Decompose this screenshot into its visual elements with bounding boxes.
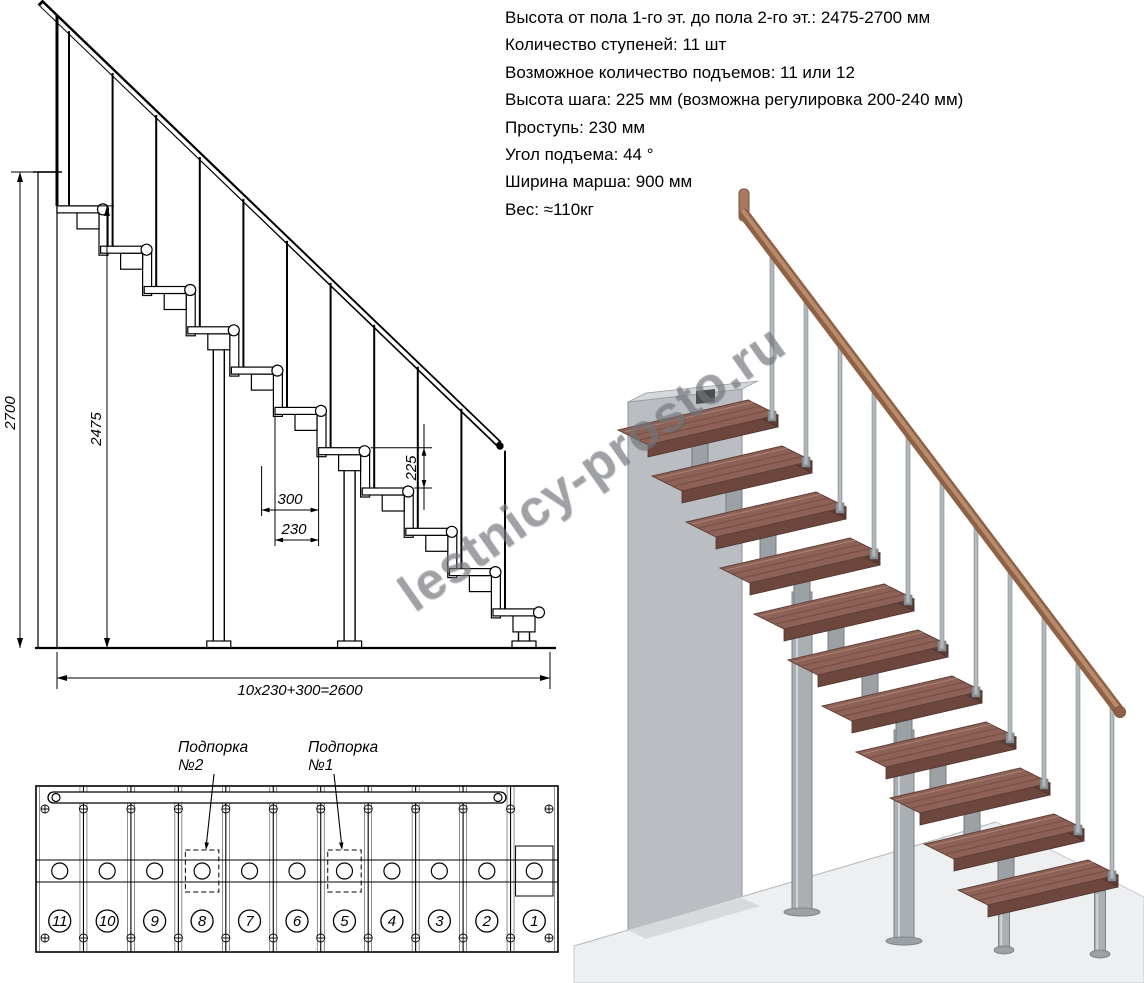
plan-step-number: 1 — [530, 913, 538, 930]
dim-module-length: 300 — [277, 491, 303, 508]
side-elevation-geometry — [11, 0, 556, 689]
plan-step-circle — [522, 909, 546, 933]
spec-line-height-range: Высота от пола 1-го эт. до пола 2-го эт.… — [505, 8, 931, 27]
dim-step-height: 225 — [403, 455, 420, 482]
plan-step-number: 3 — [435, 913, 444, 930]
plan-step-number: 10 — [99, 913, 116, 930]
plan-step-circle — [427, 909, 452, 933]
plan-step-circle — [190, 909, 214, 933]
plan-step-number: 7 — [245, 913, 254, 930]
spec-line-step-height: Высота шага: 225 мм (возможна регулировк… — [505, 90, 964, 110]
support2-label-line2: №2 — [178, 757, 204, 774]
plan-view-geometry: 11 10 9 8 7 6 5 4 3 2 1 — [35, 773, 559, 953]
plan-step-circle — [332, 909, 357, 933]
plan-step-number: 8 — [198, 913, 207, 930]
plan-step-circle — [237, 909, 262, 933]
support2-label-line1: Подпорка — [178, 739, 249, 756]
spec-line-step-count: Количество ступеней: 11 шт — [505, 35, 727, 55]
support1-label-line1: Подпорка — [308, 739, 379, 756]
plan-step-circle — [475, 909, 499, 933]
plan-step-circle — [285, 909, 309, 933]
support1-label-line2: №1 — [308, 757, 333, 774]
spec-line-width: Ширина марша: 900 мм — [505, 172, 693, 192]
plan-step-number: 11 — [52, 913, 68, 930]
plan-step-circle — [142, 909, 167, 933]
spec-line-weight: Вес: ≈110кг — [505, 199, 594, 219]
plan-step-number: 6 — [293, 913, 302, 930]
plan-step-circle — [95, 909, 119, 933]
side-elevation-drawing: 2700 2475 225 300 230 10x230+300=2600 — [2, 0, 556, 699]
plan-step-number: 9 — [150, 913, 159, 930]
dim-total-run: 10x230+300=2600 — [237, 682, 363, 699]
plan-step-number: 5 — [340, 913, 349, 930]
spec-list: Высота от пола 1-го эт. до пола 2-го эт.… — [505, 4, 963, 223]
plan-step-circle — [380, 909, 404, 933]
plan-step-number: 4 — [388, 913, 396, 930]
staircase-3d-geometry — [573, 188, 1144, 983]
dim-tread-depth: 230 — [280, 521, 307, 538]
plan-step-number: 2 — [482, 913, 492, 930]
staircase-3d-render — [573, 188, 1144, 983]
plan-view-drawing: 11 10 9 8 7 6 5 4 3 2 1 Подпорка №2 Подпорка №1 — [35, 739, 559, 953]
spec-line-angle: Угол подъема: 44 ° — [505, 145, 654, 165]
spec-line-rise-count: Возможное количество подъемов: 11 или 12 — [505, 62, 855, 82]
spec-line-tread: Проступь: 230 мм — [505, 117, 646, 137]
plan-step-circle — [48, 909, 72, 933]
dim-total-height: 2700 — [2, 396, 19, 431]
dim-floor-height: 2475 — [88, 412, 105, 447]
